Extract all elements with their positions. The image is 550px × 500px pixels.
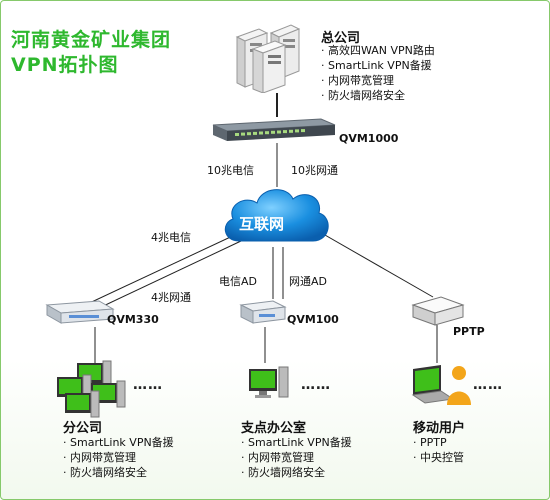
mobile-user-icon <box>411 361 475 417</box>
office-telecom-label: 电信AD <box>219 275 257 288</box>
hq-feature-item: SmartLink VPN备援 <box>321 58 435 73</box>
office-feature-list: SmartLink VPN备援 内网带宽管理 防火墙网络安全 <box>241 435 352 480</box>
office-feature-item: SmartLink VPN备援 <box>241 435 352 450</box>
mobile-feature-item: PPTP <box>413 435 464 450</box>
branch-ellipsis: …… <box>133 377 163 393</box>
hq-feature-list: 高效四WAN VPN路由 SmartLink VPN备援 内网带宽管理 防火墙网… <box>321 43 435 103</box>
qvm1000-label: QVM1000 <box>339 132 399 145</box>
office-ellipsis: …… <box>301 377 331 393</box>
internet-label: 互联网 <box>239 215 285 233</box>
diagram-title: 河南黄金矿业集团 <box>11 29 172 51</box>
mobile-link-line <box>310 226 434 298</box>
hq-netcom-label: 10兆网通 <box>291 164 338 177</box>
office-pc-icon <box>245 363 293 407</box>
branch-feature-item: SmartLink VPN备援 <box>63 435 174 450</box>
hq-feature-item: 防火墙网络安全 <box>321 88 435 103</box>
router-qvm100-icon <box>239 297 289 331</box>
router-qvm1000-icon <box>211 115 337 149</box>
branch-netcom-label: 4兆网通 <box>151 291 191 304</box>
office-feature-item: 防火墙网络安全 <box>241 465 352 480</box>
mobile-feature-item: 中央控管 <box>413 450 464 465</box>
pptp-label: PPTP <box>453 325 485 338</box>
branch-pc-group-icon <box>57 359 137 423</box>
hq-feature-item: 内网带宽管理 <box>321 73 435 88</box>
diagram-subtitle: VPN拓扑图 <box>11 54 119 76</box>
server-uplink <box>276 93 278 117</box>
branch-feature-list: SmartLink VPN备援 内网带宽管理 防火墙网络安全 <box>63 435 174 480</box>
server-icon <box>231 21 311 97</box>
qvm330-label: QVM330 <box>107 313 159 326</box>
hq-feature-item: 高效四WAN VPN路由 <box>321 43 435 58</box>
hq-telecom-label: 10兆电信 <box>207 164 254 177</box>
office-feature-item: 内网带宽管理 <box>241 450 352 465</box>
office-netcom-label: 网通AD <box>289 275 327 288</box>
branch-netcom-line <box>96 240 242 310</box>
branch-telecom-label: 4兆电信 <box>151 231 191 244</box>
qvm100-label: QVM100 <box>287 313 339 326</box>
router-qvm330-icon <box>45 299 115 333</box>
internet-cloud-icon <box>217 179 335 259</box>
office-heading: 支点办公室 <box>241 421 307 436</box>
pptp-device-icon <box>411 295 465 331</box>
mobile-ellipsis: …… <box>473 377 503 393</box>
branch-telecom-line <box>80 232 240 308</box>
branch-heading: 分公司 <box>63 421 103 436</box>
mobile-feature-list: PPTP 中央控管 <box>413 435 464 465</box>
mobile-heading: 移动用户 <box>413 421 466 436</box>
branch-feature-item: 防火墙网络安全 <box>63 465 174 480</box>
branch-feature-item: 内网带宽管理 <box>63 450 174 465</box>
